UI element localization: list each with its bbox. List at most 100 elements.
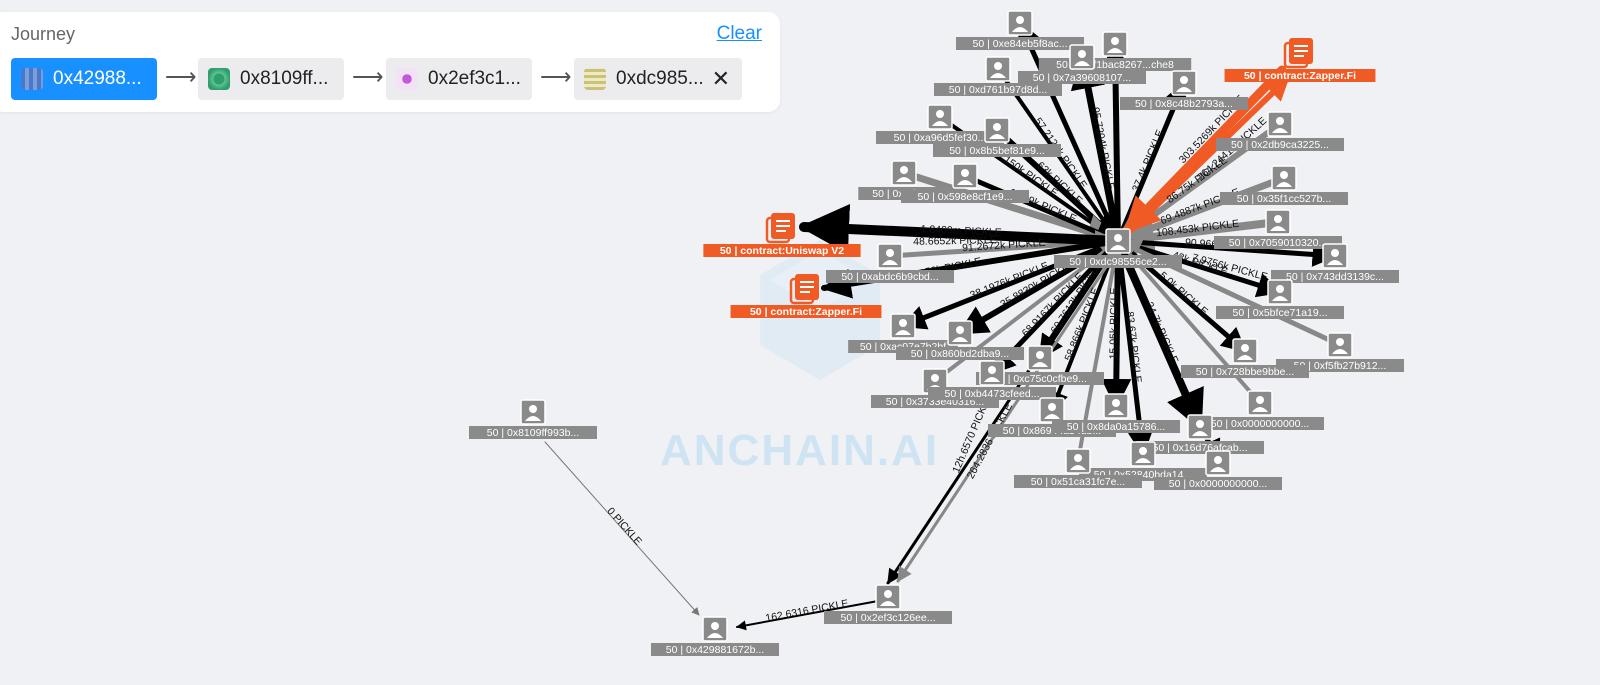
address-node-n8[interactable]: 50 | 0x2db9ca3225...: [1216, 111, 1344, 151]
edge-n25[interactable]: [1101, 238, 1132, 409]
user-body: [1192, 431, 1208, 436]
address-node-n11[interactable]: 50 | 0x35f1cc527b...: [1220, 165, 1348, 205]
identicon-icon: [584, 68, 606, 90]
address-node-n12[interactable]: 50 | 0x7059010320...: [1214, 209, 1342, 249]
edge-n10[interactable]: [962, 173, 1121, 244]
address-node-n14[interactable]: 50 | 0x743dd3139c...: [1271, 243, 1399, 283]
node-label-bg: [826, 270, 954, 283]
edge-n30a[interactable]: [886, 249, 1110, 585]
edge-c2[interactable]: [799, 204, 1123, 254]
user-head: [1241, 344, 1249, 352]
address-node-n6[interactable]: 50 | 0xa96d5fef30...: [876, 104, 1004, 144]
contract-node-c1[interactable]: 50 | contract:Zapper.Fi: [1224, 38, 1376, 82]
address-node-n4[interactable]: 50 | 0xd761b97d8d...: [934, 56, 1062, 96]
journey-step-2[interactable]: 0x8109ff...: [198, 58, 344, 100]
user-head: [988, 366, 996, 374]
address-node-n26[interactable]: 50 | 0x16d76afcab...: [1136, 414, 1264, 454]
address-node-n5[interactable]: 50 | 0x8c48b2793a...: [1120, 70, 1248, 110]
address-node-n3[interactable]: 50 | 0x7a39608107...: [1018, 44, 1146, 84]
node-label-bg: [1271, 270, 1399, 283]
edge-n9[interactable]: [900, 169, 1122, 249]
user-body: [1327, 260, 1343, 265]
address-node-n25[interactable]: 50 | 0x8da0a15786...: [1052, 393, 1180, 433]
user-body: [932, 121, 948, 126]
user-body: [896, 177, 912, 182]
hub-node[interactable]: 50 | 0xdc98556ce2...: [1054, 228, 1182, 268]
edge-c1b[interactable]: [1123, 75, 1291, 238]
user-head: [529, 405, 537, 413]
journey-step-3[interactable]: 0x2ef3c1...: [386, 58, 532, 100]
journey-step-1[interactable]: 0x42988...: [11, 58, 157, 100]
node-label-bg: [901, 190, 1029, 203]
address-node-n32[interactable]: 50 | 0x429881672b...: [651, 616, 779, 656]
node-label: 50 | 0x7059010320...: [1229, 237, 1327, 249]
user-head: [899, 319, 907, 327]
node-label-bg: [896, 347, 1024, 360]
node-label: 50 | 0xd761b97d8d...: [949, 84, 1047, 96]
node-label: 50 | 0x7a39608107...: [1033, 72, 1131, 84]
node-label: 50 | contract:Uniswap V2: [720, 245, 844, 257]
user-head: [1114, 234, 1122, 242]
edge-label: 37.4k PICKLE: [1130, 128, 1166, 193]
user-head: [956, 326, 964, 334]
user-body: [895, 330, 911, 335]
user-body: [1012, 27, 1028, 32]
edge-n30b[interactable]: [896, 253, 1116, 583]
clear-button[interactable]: Clear: [716, 23, 762, 44]
edge-label: 0 PICKLE: [604, 505, 644, 547]
contract-node-c3[interactable]: 50 | contract:Zapper.Fi: [730, 274, 882, 318]
arrow-icon: ⟶: [540, 64, 572, 89]
edge-n27[interactable]: [1115, 238, 1153, 457]
node-label: 50 | 0x8c48b2793a...: [1135, 98, 1233, 110]
address-node-n28[interactable]: 50 | 0x51ca31fc7e...: [1014, 448, 1142, 488]
node-label: 50 | 0xe84eb5f8ac...: [973, 38, 1068, 50]
user-head: [993, 123, 1001, 131]
address-node-n10[interactable]: 50 | 0x598e8cf1e9...: [901, 163, 1029, 203]
address-node-n23[interactable]: 50 | 0x0000000000...: [1196, 390, 1324, 430]
address-node-n20[interactable]: 50 | 0x728bbe9bbe...: [1181, 338, 1309, 378]
address-node-n22[interactable]: 50 | 0xb4473cfeed...: [928, 360, 1056, 400]
edge-n15[interactable]: [1115, 238, 1283, 298]
user-body: [1074, 61, 1090, 66]
contract-icon-outline: [765, 216, 791, 244]
user-body: [1135, 458, 1151, 463]
user-body: [1110, 245, 1126, 250]
address-node-n29[interactable]: 50 | 0x0000000000...: [1154, 450, 1282, 490]
node-label: 50 | 0x8b5bef81e9...: [949, 145, 1045, 157]
node-label: 50 | 0x0000000000...: [1169, 478, 1267, 490]
node-label: 50 | contract:Zapper.Fi: [1244, 70, 1356, 82]
address-node-n7[interactable]: 50 | 0x8b5bef81e9...: [933, 117, 1061, 157]
user-body: [707, 633, 723, 638]
user-head: [1214, 456, 1222, 464]
user-head: [1112, 399, 1120, 407]
edge-n30-n32[interactable]: [736, 600, 879, 631]
node-label-bg: [469, 426, 597, 439]
address-node-n31[interactable]: 50 | 0x8109ff993b...: [469, 399, 597, 439]
address-node-n15[interactable]: 50 | 0x5bfce71a19...: [1216, 279, 1344, 319]
address-node-n13[interactable]: 50 | 0xabdc6b9cbd...: [826, 243, 954, 283]
node-label: 50 | 0x35f1cc527b...: [1237, 193, 1331, 205]
journey-step-4[interactable]: 0xdc985... ✕: [574, 58, 742, 100]
address-node-n1[interactable]: 50 | 0xe84eb5f8ac...: [956, 10, 1084, 50]
close-icon[interactable]: ✕: [711, 66, 730, 91]
user-body: [1070, 465, 1086, 470]
address-node-n18[interactable]: 50 | 0xf5fb27b912...: [1276, 332, 1404, 372]
user-body: [1332, 349, 1348, 354]
node-label-bg: [1214, 236, 1342, 249]
address-node-n30[interactable]: 50 | 0x2ef3c126ee...: [824, 584, 952, 624]
contract-node-c2[interactable]: 50 | contract:Uniswap V2: [703, 213, 861, 257]
edge-n31-n32[interactable]: [544, 441, 700, 616]
user-body: [1032, 362, 1048, 367]
node-label-bg: [934, 83, 1062, 96]
edge-n3[interactable]: [1070, 53, 1122, 245]
user-head: [1196, 420, 1204, 428]
address-node-n19[interactable]: 50 | 0xc75c0cfbe9...: [976, 345, 1104, 385]
edge-c1[interactable]: [1121, 65, 1287, 236]
edge-n1[interactable]: [1017, 20, 1121, 244]
address-node-n17[interactable]: 50 | 0x860bd2dba9...: [896, 320, 1024, 360]
user-head: [961, 169, 969, 177]
edge-n12[interactable]: [1114, 216, 1282, 257]
user-head: [1276, 117, 1284, 125]
node-label: 50 | 0xf5fb27b912...: [1294, 360, 1387, 372]
